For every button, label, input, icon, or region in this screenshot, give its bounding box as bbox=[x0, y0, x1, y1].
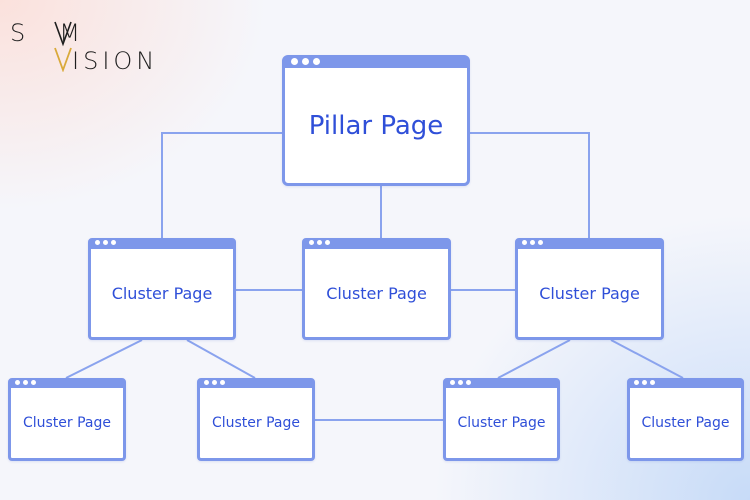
window-dot-icon bbox=[204, 380, 209, 385]
window-dot-icon bbox=[15, 380, 20, 385]
cluster-page-node: Cluster Page bbox=[88, 238, 236, 340]
window-dot-icon bbox=[291, 58, 298, 65]
window-titlebar bbox=[11, 380, 123, 388]
window-titlebar bbox=[91, 240, 233, 249]
logo-letter-s: S bbox=[10, 19, 30, 47]
window-dot-icon bbox=[458, 380, 463, 385]
cluster-page-label: Cluster Page bbox=[457, 415, 546, 431]
window-dot-icon bbox=[466, 380, 471, 385]
cluster-page-node: Cluster Page bbox=[627, 378, 744, 461]
window-titlebar bbox=[285, 58, 467, 68]
window-dot-icon bbox=[538, 240, 543, 245]
window-titlebar bbox=[200, 380, 312, 388]
connector-pillar-left bbox=[161, 132, 282, 238]
window-titlebar bbox=[518, 240, 661, 249]
window-dot-icon bbox=[317, 240, 322, 245]
cluster-page-node: Cluster Page bbox=[302, 238, 451, 340]
window-titlebar bbox=[305, 240, 448, 249]
window-dot-icon bbox=[642, 380, 647, 385]
window-titlebar bbox=[630, 380, 741, 388]
logo-line-bottom: ISION bbox=[72, 47, 159, 75]
window-dot-icon bbox=[95, 240, 100, 245]
window-dot-icon bbox=[309, 240, 314, 245]
window-titlebar bbox=[446, 380, 557, 388]
connector-c3-c6 bbox=[497, 339, 571, 379]
window-dot-icon bbox=[31, 380, 36, 385]
pillar-page-node: Pillar Page bbox=[282, 55, 470, 186]
window-dot-icon bbox=[530, 240, 535, 245]
connector-c1-c4 bbox=[65, 339, 143, 379]
connector-pillar-right bbox=[470, 132, 590, 238]
window-dot-icon bbox=[302, 58, 309, 65]
window-dot-icon bbox=[313, 58, 320, 65]
cluster-page-label: Cluster Page bbox=[22, 415, 112, 431]
cluster-page-node: Cluster Page bbox=[443, 378, 560, 461]
window-dot-icon bbox=[522, 240, 527, 245]
connector-c1-c5 bbox=[186, 339, 256, 379]
cluster-page-label: Cluster Page bbox=[641, 415, 730, 431]
window-dot-icon bbox=[220, 380, 225, 385]
window-dot-icon bbox=[450, 380, 455, 385]
window-dot-icon bbox=[325, 240, 330, 245]
cluster-page-label: Cluster Page bbox=[111, 283, 213, 303]
window-dot-icon bbox=[650, 380, 655, 385]
window-dot-icon bbox=[111, 240, 116, 245]
logo-chevron-icon bbox=[54, 21, 72, 72]
window-dot-icon bbox=[212, 380, 217, 385]
cluster-page-node: Cluster Page bbox=[8, 378, 126, 461]
pillar-page-label: Pillar Page bbox=[308, 110, 444, 141]
window-dot-icon bbox=[23, 380, 28, 385]
cluster-page-label: Cluster Page bbox=[211, 415, 301, 431]
window-dot-icon bbox=[634, 380, 639, 385]
connector-c3-c7 bbox=[610, 339, 684, 379]
cluster-page-node: Cluster Page bbox=[197, 378, 315, 461]
window-dot-icon bbox=[103, 240, 108, 245]
cluster-page-label: Cluster Page bbox=[539, 283, 640, 303]
cluster-page-node: Cluster Page bbox=[515, 238, 664, 340]
cluster-page-label: Cluster Page bbox=[326, 283, 427, 303]
